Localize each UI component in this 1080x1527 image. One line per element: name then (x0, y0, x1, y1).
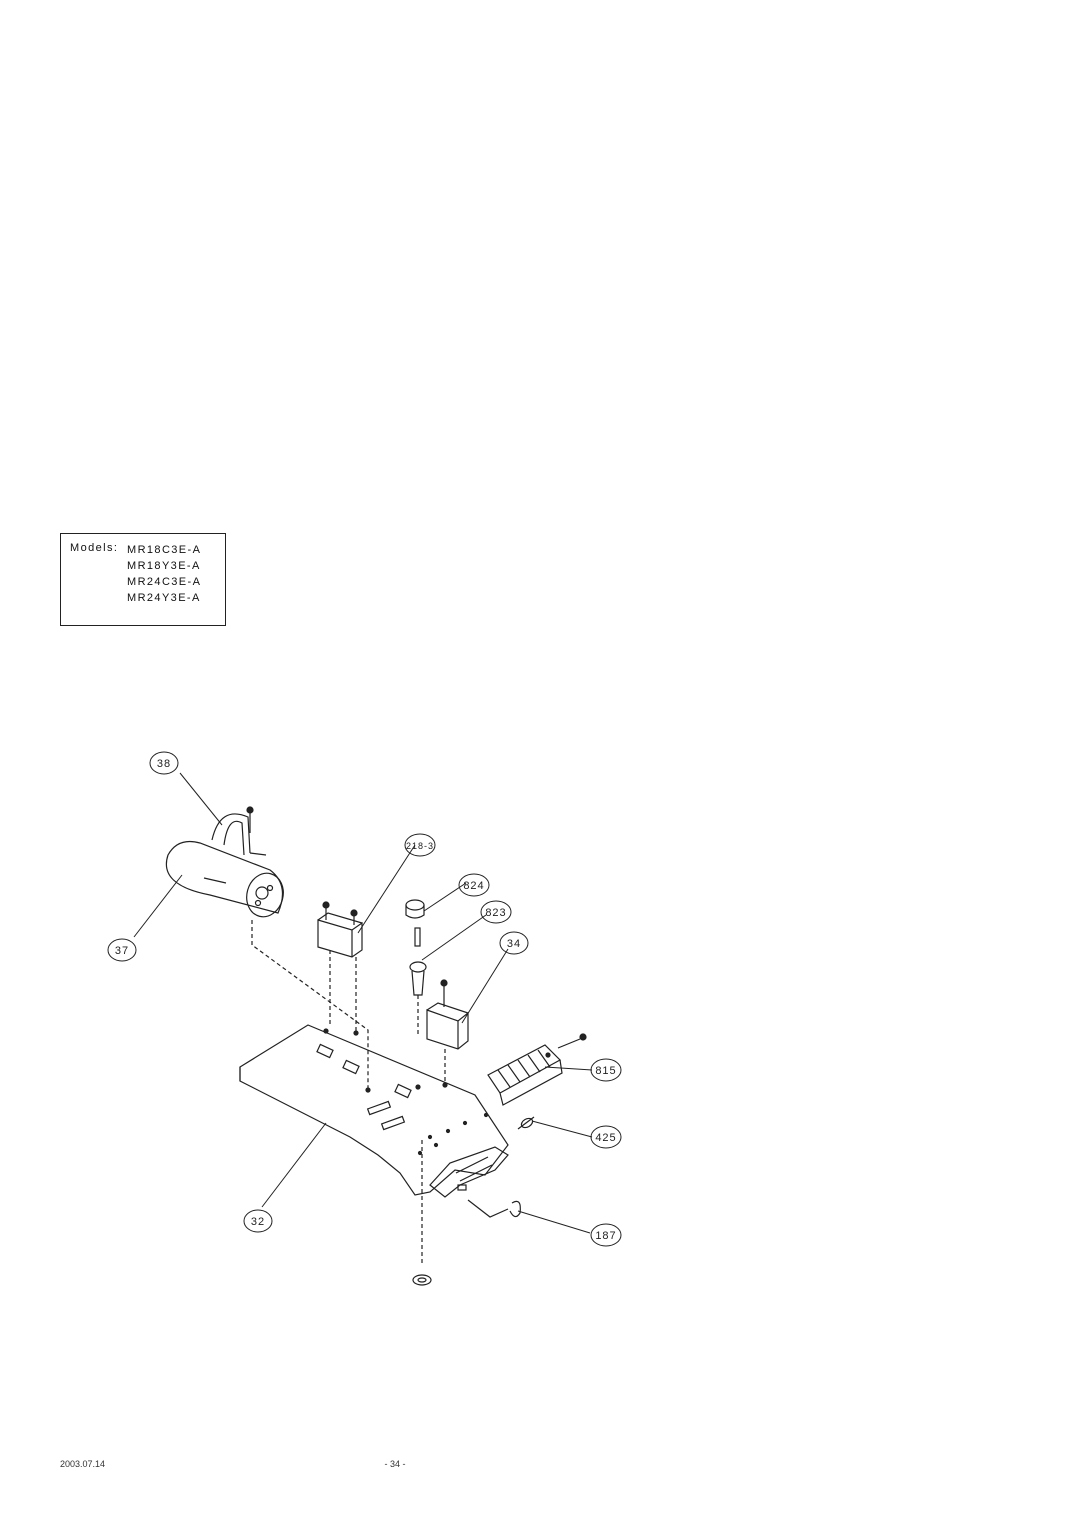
terminal-bracket (429, 1146, 509, 1198)
svg-text:823: 823 (485, 907, 506, 919)
svg-text:218-3: 218-3 (406, 841, 434, 851)
svg-text:34: 34 (507, 938, 521, 950)
svg-text:824: 824 (463, 880, 484, 892)
callout-37: 37 (107, 938, 137, 962)
assembly-line (251, 920, 369, 1090)
cap-part (405, 899, 425, 919)
fitting-part (409, 961, 427, 1035)
callout-187: 187 (590, 1223, 622, 1247)
svg-text:425: 425 (595, 1132, 616, 1144)
models-label: Models: (70, 542, 119, 554)
clamp-band (203, 813, 267, 884)
svg-text:32: 32 (251, 1216, 265, 1228)
model-item: MR24C3E-A (127, 576, 202, 588)
bushing-part (414, 927, 421, 947)
svg-text:37: 37 (115, 945, 129, 957)
callout-218-3: 218-3 (404, 833, 436, 857)
grommet (412, 1274, 432, 1286)
leader-lines (133, 772, 593, 1234)
models-box: Models: MR18C3E-A MR18Y3E-A MR24C3E-A MR… (60, 533, 226, 626)
model-item: MR18C3E-A (127, 544, 202, 556)
cord-clamp (517, 1116, 535, 1130)
callout-815: 815 (590, 1058, 622, 1082)
callout-34: 34 (499, 931, 529, 955)
capacitor-cylinder (165, 840, 284, 918)
screw (246, 806, 254, 833)
callout-824: 824 (458, 873, 490, 897)
svg-text:38: 38 (157, 758, 171, 770)
svg-text:815: 815 (595, 1065, 616, 1077)
models-list: MR18C3E-A MR18Y3E-A MR24C3E-A MR24Y3E-A (127, 542, 201, 606)
svg-text:187: 187 (595, 1230, 616, 1242)
callout-425: 425 (590, 1125, 622, 1149)
capacitor-box-small (426, 979, 469, 1085)
terminal-block (487, 1033, 587, 1106)
callout-823: 823 (480, 900, 512, 924)
page-number: - 34 - (384, 1459, 406, 1469)
capacitor-box (317, 901, 363, 1035)
model-item: MR24Y3E-A (127, 592, 201, 604)
ground-screw (467, 1199, 521, 1218)
footer-date: 2003.07.14 (60, 1459, 106, 1469)
callout-32: 32 (243, 1209, 273, 1233)
exploded-parts-diagram: 38 218-3 824 823 34 37 815 425 (107, 751, 622, 1286)
callout-38: 38 (149, 751, 179, 775)
model-item: MR18Y3E-A (127, 560, 201, 572)
base-plate (239, 1024, 509, 1196)
